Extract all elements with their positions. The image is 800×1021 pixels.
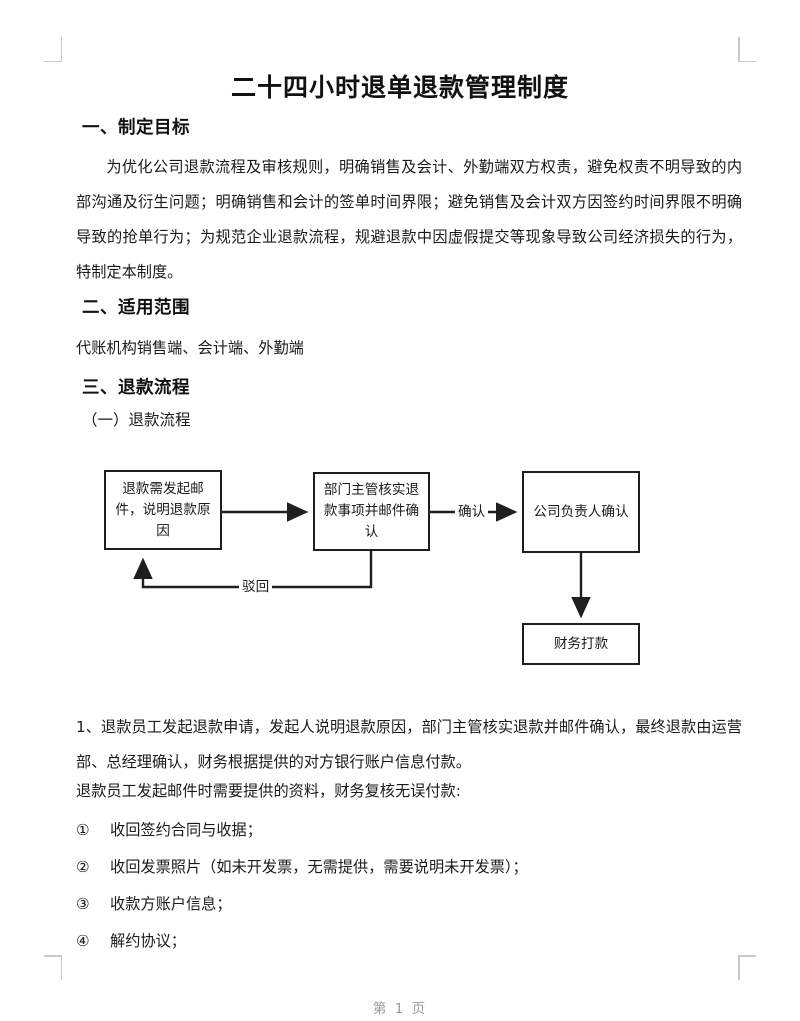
list-item-text: 收款方账户信息； xyxy=(110,895,232,913)
flow-edge-label-confirm: 确认 xyxy=(455,503,489,521)
list-item-marker: ① xyxy=(76,821,90,839)
list-item-marker: ③ xyxy=(76,895,90,913)
section-body-2: 代账机构销售端、会计端、外勤端 xyxy=(76,339,304,357)
flow-node-company-head-confirm: 公司负责人确认 xyxy=(522,471,640,553)
section-heading-3: 三、退款流程 xyxy=(82,378,190,398)
section-heading-2: 二、适用范围 xyxy=(82,298,190,318)
page-footer: 第 1 页 xyxy=(372,1001,428,1017)
page-title: 二十四小时退单退款管理制度 xyxy=(230,73,569,102)
refund-process-flowchart: 退款需发起邮件，说明退款原因 部门主管核实退款事项并邮件确认 公司负责人确认 财… xyxy=(0,440,800,685)
crop-mark-top-left-icon xyxy=(44,37,62,62)
flow-node-supervisor-verify: 部门主管核实退款事项并邮件确认 xyxy=(313,472,430,551)
list-item: ③ 收款方账户信息； xyxy=(76,892,232,914)
list-item-marker: ④ xyxy=(76,932,90,950)
crop-mark-top-right-icon xyxy=(738,37,756,62)
section-body-1: 为优化公司退款流程及审核规则，明确销售及会计、外勤端双方权责，避免权责不明导致的… xyxy=(76,158,742,281)
crop-mark-bottom-right-icon xyxy=(738,955,756,980)
body-paragraph-1: 1、退款员工发起退款申请，发起人说明退款原因，部门主管核实退款并邮件确认，最终退… xyxy=(76,718,742,771)
section-subheading-3: （一）退款流程 xyxy=(82,411,191,429)
list-item: ② 收回发票照片（如未开发票，无需提供，需要说明未开发票）； xyxy=(76,855,528,877)
crop-mark-bottom-left-icon xyxy=(44,955,62,980)
list-item: ① 收回签约合同与收据； xyxy=(76,818,262,840)
flow-node-refund-request: 退款需发起邮件，说明退款原因 xyxy=(104,470,222,550)
flow-node-finance-payment: 财务打款 xyxy=(522,623,640,665)
section-heading-1: 一、制定目标 xyxy=(82,118,190,138)
list-item: ④ 解约协议； xyxy=(76,929,186,951)
flow-edge-label-reject: 驳回 xyxy=(239,578,273,596)
body-paragraph-2: 退款员工发起邮件时需要提供的资料，财务复核无误付款: xyxy=(76,782,461,800)
list-item-text: 收回签约合同与收据； xyxy=(110,821,262,839)
list-item-text: 解约协议； xyxy=(110,932,186,950)
list-item-marker: ② xyxy=(76,858,90,876)
list-item-text: 收回发票照片（如未开发票，无需提供，需要说明未开发票）； xyxy=(110,858,528,876)
